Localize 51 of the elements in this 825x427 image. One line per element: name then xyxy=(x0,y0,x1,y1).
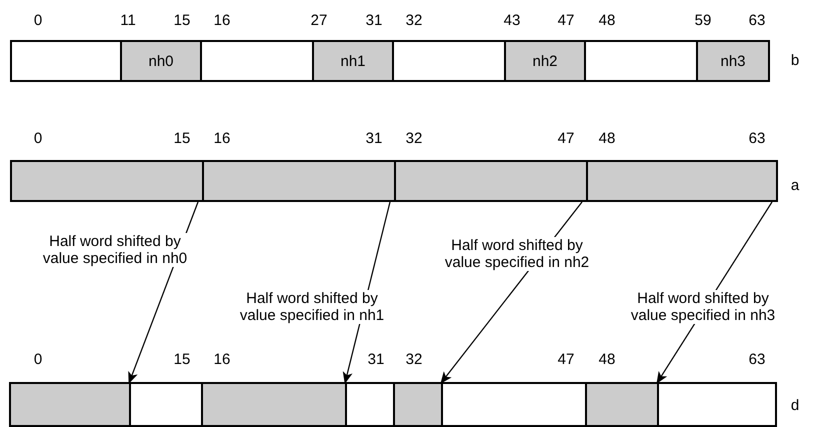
shaded-field: nh0 xyxy=(120,40,202,82)
shaded-field xyxy=(202,160,396,202)
bit-number: 48 xyxy=(598,351,616,368)
bit-number: 32 xyxy=(406,130,422,147)
shaded-field: nh2 xyxy=(504,40,586,82)
bit-number: 63 xyxy=(748,12,766,29)
bit-number: 0 xyxy=(34,12,42,29)
bit-number: 31 xyxy=(366,130,382,147)
bit-number: 32 xyxy=(406,351,422,368)
bit-number: 16 xyxy=(214,351,230,368)
bit-field xyxy=(129,382,203,427)
bit-number: 48 xyxy=(598,130,616,147)
register-name: d xyxy=(790,397,800,414)
shaded-field xyxy=(393,382,443,427)
bit-number: 27 xyxy=(310,12,328,29)
bit-field xyxy=(392,40,506,82)
bit-number: 47 xyxy=(558,12,574,29)
bit-number: 16 xyxy=(214,12,230,29)
shaded-field: nh1 xyxy=(312,40,394,82)
bit-field xyxy=(441,382,587,427)
bit-number: 15 xyxy=(174,351,190,368)
bit-field xyxy=(200,40,314,82)
bit-number: 43 xyxy=(504,12,520,29)
bit-number: 47 xyxy=(558,351,574,368)
bit-number: 63 xyxy=(748,351,766,368)
shaded-field xyxy=(201,382,347,427)
shaded-field xyxy=(10,160,204,202)
shaded-field xyxy=(585,382,659,427)
bit-number: 63 xyxy=(748,130,766,147)
bit-number: 31 xyxy=(368,351,384,368)
bit-number: 59 xyxy=(694,12,712,29)
bit-number: 47 xyxy=(558,130,574,147)
bit-number: 0 xyxy=(34,130,42,147)
bit-field xyxy=(657,382,777,427)
bit-number: 11 xyxy=(120,12,136,29)
register-name: a xyxy=(790,177,800,194)
shaded-field xyxy=(586,160,778,202)
bit-field xyxy=(10,40,122,82)
shaded-field: nh3 xyxy=(696,40,770,82)
shaded-field xyxy=(9,382,131,427)
bit-field xyxy=(584,40,698,82)
bit-number: 32 xyxy=(406,12,422,29)
bit-number: 48 xyxy=(598,12,616,29)
bit-number: 15 xyxy=(174,130,190,147)
bit-field xyxy=(345,382,395,427)
bit-number: 15 xyxy=(174,12,190,29)
bit-number: 0 xyxy=(34,351,42,368)
register-name: b xyxy=(790,52,800,69)
bit-number: 16 xyxy=(214,130,230,147)
bit-number: 31 xyxy=(366,12,382,29)
shaded-field xyxy=(394,160,588,202)
